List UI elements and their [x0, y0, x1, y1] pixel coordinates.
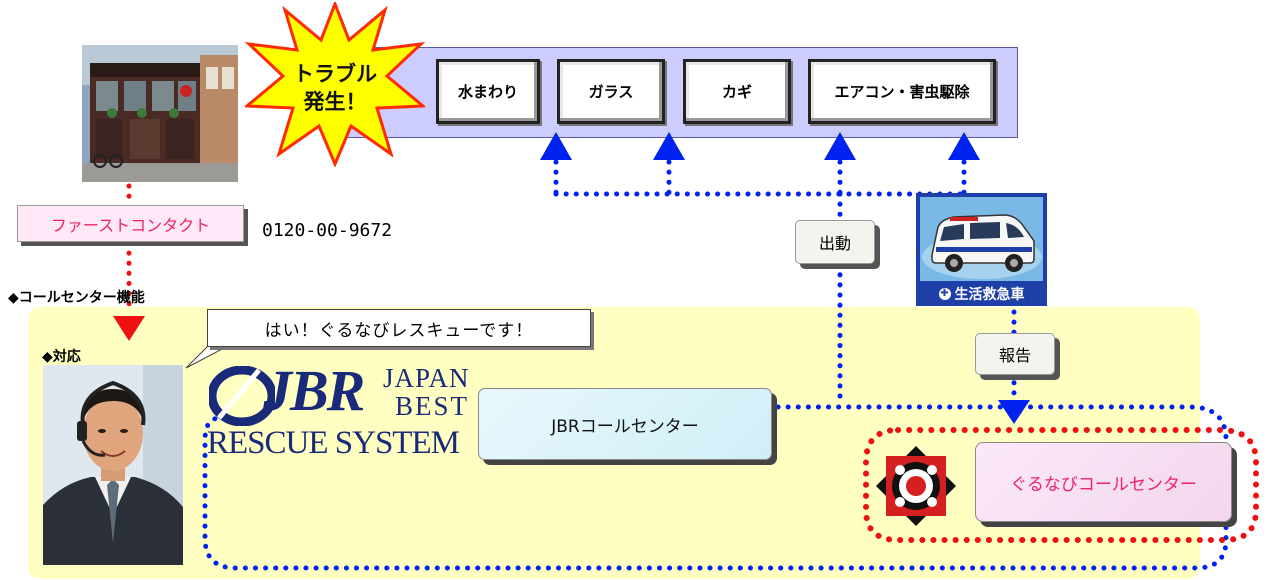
- first-contact-text: ファーストコンタクト: [50, 215, 211, 235]
- up-arrow-icon: [653, 132, 685, 160]
- trouble-line2: 発生！: [303, 90, 367, 114]
- gurunavi-emblem-icon: [876, 446, 956, 526]
- van-icon: [920, 197, 1043, 281]
- phone-number: 0120-00-9672: [262, 220, 393, 241]
- van-sign-icon: ✚: [938, 287, 951, 300]
- category-aircon-pest[interactable]: エアコン・害虫駆除: [808, 59, 996, 124]
- trouble-star: トラブル 発生！: [243, 0, 427, 168]
- jbr-logo-japan: JAPAN: [383, 363, 470, 393]
- jbr-logo-best: BEST: [395, 391, 470, 421]
- greeting-text: はい！ぐるなびレスキューです！: [264, 320, 534, 341]
- storefront-photo: [82, 45, 238, 182]
- dispatch-label: 出動: [818, 234, 851, 253]
- trouble-line1: トラブル: [293, 62, 377, 86]
- rescue-van-image: ✚ 生活救急車: [916, 193, 1047, 306]
- jbr-call-center-box: JBRコールセンター: [478, 388, 772, 460]
- category-water-label: 水まわり: [457, 83, 518, 101]
- up-arrow-icon: [540, 132, 572, 160]
- gurunavi-call-center-box: ぐるなびコールセンター: [975, 442, 1232, 522]
- category-aircon-pest-label: エアコン・害虫駆除: [834, 83, 970, 101]
- jbr-swoosh-icon: [209, 366, 275, 426]
- report-down-arrow-icon: [998, 400, 1030, 424]
- call-center-heading: ◆コールセンター機能: [8, 290, 145, 306]
- gurunavi-emblem: [876, 446, 956, 526]
- up-arrow-icon: [948, 132, 980, 160]
- jbr-logo-main: JBR: [263, 358, 365, 423]
- van-sign-bar: ✚ 生活救急車: [920, 281, 1043, 303]
- van-sign-text: 生活救急車: [954, 286, 1025, 303]
- greeting-bubble: はい！ぐるなびレスキューです！: [207, 309, 591, 347]
- gurunavi-call-center-label: ぐるなびコールセンター: [1010, 474, 1197, 495]
- explosion-icon: [243, 0, 427, 168]
- first-contact-label: ファーストコンタクト: [17, 205, 244, 242]
- category-key-label: カギ: [721, 83, 752, 101]
- up-arrow-icon: [824, 132, 856, 160]
- operator-photo: [43, 365, 183, 565]
- red-down-arrow-icon: [113, 316, 145, 341]
- report-label: 報告: [998, 346, 1031, 365]
- category-water[interactable]: 水まわり: [436, 59, 540, 124]
- response-heading: ◆対応: [42, 349, 81, 365]
- jbr-call-center-label: JBRコールセンター: [551, 416, 699, 437]
- jbr-logo: JBR JAPAN BEST RESCUE SYSTEM: [207, 358, 473, 462]
- category-key[interactable]: カギ: [683, 59, 791, 124]
- report-tag: 報告: [975, 333, 1055, 375]
- jbr-logo-rescue: RESCUE SYSTEM: [207, 425, 460, 461]
- category-glass-label: ガラス: [588, 83, 634, 101]
- category-glass[interactable]: ガラス: [557, 59, 665, 124]
- dispatch-tag: 出動: [795, 220, 875, 264]
